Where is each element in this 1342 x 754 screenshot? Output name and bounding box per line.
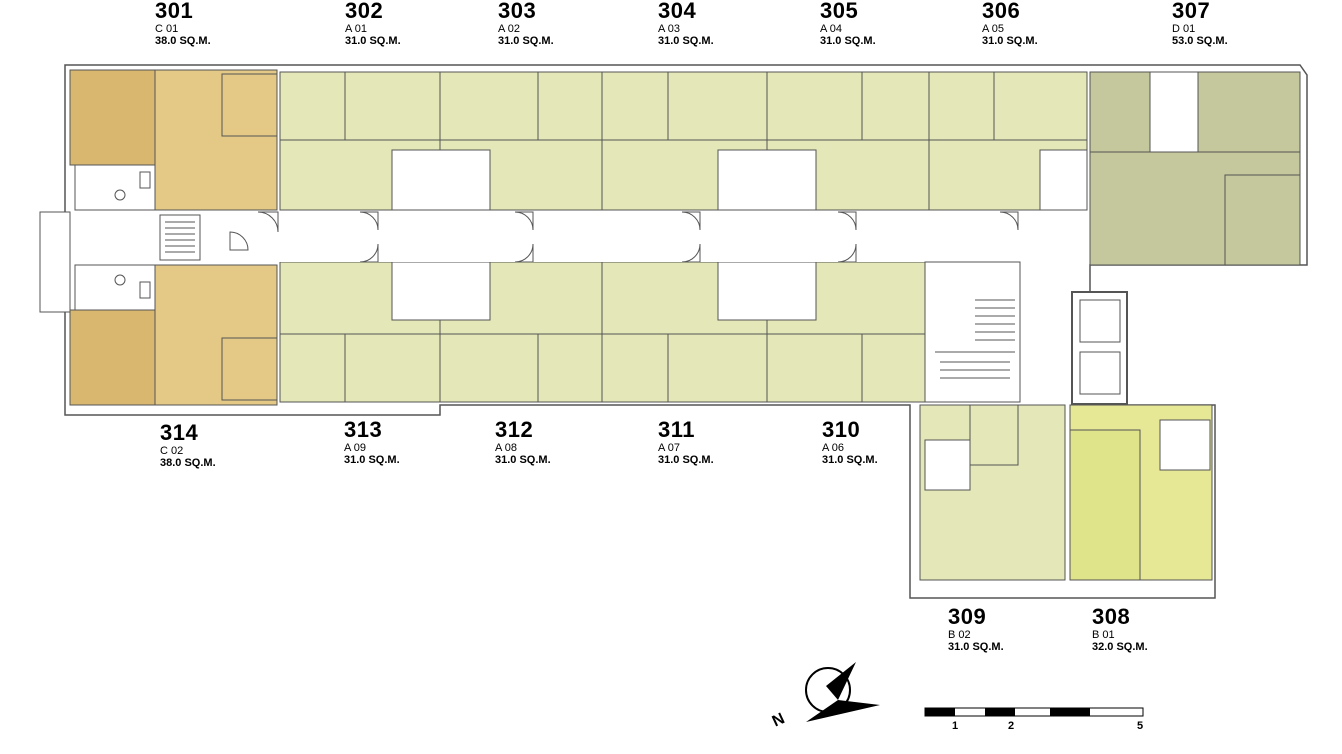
unit-301-fill	[69, 69, 156, 166]
unit-type: B 02	[948, 629, 971, 641]
unit-number: 314	[160, 420, 199, 445]
unit-area: 31.0 SQ.M.	[820, 35, 876, 47]
unit-number: 308	[1092, 604, 1131, 629]
corridor	[205, 212, 1085, 262]
unit-type: A 09	[344, 442, 367, 454]
unit-area: 31.0 SQ.M.	[344, 454, 400, 466]
unit-label-305: 305 A 04 31.0 SQ.M.	[820, 0, 876, 47]
unit-label-301: 301 C 01 38.0 SQ.M.	[155, 0, 211, 47]
unit-label-302: 302 A 01 31.0 SQ.M.	[345, 0, 401, 47]
unit-type: A 06	[822, 442, 845, 454]
unit-area: 32.0 SQ.M.	[1092, 641, 1148, 653]
unit-area: 38.0 SQ.M.	[160, 457, 216, 469]
unit-type: A 02	[498, 23, 521, 35]
unit-label-313: 313 A 09 31.0 SQ.M.	[344, 419, 400, 466]
scale-tick-label: 1	[952, 720, 959, 732]
unit-314-area	[69, 264, 278, 406]
unit-area: 53.0 SQ.M.	[1172, 35, 1228, 47]
unit-type: A 05	[982, 23, 1005, 35]
unit-number: 301	[155, 0, 194, 23]
north-arrow-icon: N	[770, 662, 880, 730]
unit-type: A 03	[658, 23, 681, 35]
unit-label-308: 308 B 01 32.0 SQ.M.	[1092, 606, 1148, 653]
south-partitions	[279, 261, 926, 403]
unit-number: 307	[1172, 0, 1211, 23]
scale-bar	[924, 707, 1144, 717]
unit-type: A 01	[345, 23, 368, 35]
unit-area: 38.0 SQ.M.	[155, 35, 211, 47]
unit-number: 304	[658, 0, 697, 23]
unit-area: 31.0 SQ.M.	[822, 454, 878, 466]
unit-type: D 01	[1172, 23, 1196, 35]
unit-number: 303	[498, 0, 537, 23]
unit-label-314: 314 C 02 38.0 SQ.M.	[160, 422, 216, 469]
unit-type: A 08	[495, 442, 518, 454]
core-stair-lift	[924, 261, 1128, 405]
unit-301-fill	[154, 69, 278, 211]
unit-308-area	[1069, 404, 1213, 581]
unit-area: 31.0 SQ.M.	[345, 35, 401, 47]
unit-number: 312	[495, 417, 534, 442]
building-outline	[64, 64, 1308, 599]
unit-type: B 01	[1092, 629, 1115, 641]
unit-area: 31.0 SQ.M.	[658, 35, 714, 47]
unit-area: 31.0 SQ.M.	[982, 35, 1038, 47]
unit-number: 313	[344, 417, 383, 442]
unit-307-area	[1089, 71, 1301, 266]
unit-area: 31.0 SQ.M.	[948, 641, 1004, 653]
unit-label-312: 312 A 08 31.0 SQ.M.	[495, 419, 551, 466]
unit-area: 31.0 SQ.M.	[658, 454, 714, 466]
unit-label-306: 306 A 05 31.0 SQ.M.	[982, 0, 1038, 47]
unit-label-307: 307 D 01 53.0 SQ.M.	[1172, 0, 1228, 47]
unit-number: 309	[948, 604, 987, 629]
unit-301-area	[69, 69, 278, 211]
unit-label-304: 304 A 03 31.0 SQ.M.	[658, 0, 714, 47]
unit-314-fill	[154, 264, 278, 406]
unit-area: 31.0 SQ.M.	[495, 454, 551, 466]
unit-type: A 07	[658, 442, 681, 454]
unit-label-310: 310 A 06 31.0 SQ.M.	[822, 419, 878, 466]
unit-label-303: 303 A 02 31.0 SQ.M.	[498, 0, 554, 47]
unit-type: C 02	[160, 445, 184, 457]
unit-number: 305	[820, 0, 859, 23]
north-partitions	[279, 71, 1088, 211]
unit-314-fill	[69, 309, 156, 406]
unit-309-fill	[919, 404, 1066, 581]
unit-number: 311	[658, 417, 695, 442]
unit-type: A 04	[820, 23, 843, 35]
unit-309-area	[919, 404, 1066, 581]
unit-number: 306	[982, 0, 1021, 23]
west-stair	[39, 211, 201, 313]
scale-tick-label: 5	[1137, 720, 1144, 732]
unit-number: 310	[822, 417, 861, 442]
unit-label-311: 311 A 07 31.0 SQ.M.	[658, 419, 714, 466]
unit-area: 31.0 SQ.M.	[498, 35, 554, 47]
unit-number: 302	[345, 0, 384, 23]
unit-type: C 01	[155, 23, 179, 35]
svg-text:N: N	[770, 710, 788, 730]
scale-tick-label: 2	[1008, 720, 1015, 732]
door-swings	[229, 211, 1019, 263]
unit-label-309: 309 B 02 31.0 SQ.M.	[948, 606, 1004, 653]
